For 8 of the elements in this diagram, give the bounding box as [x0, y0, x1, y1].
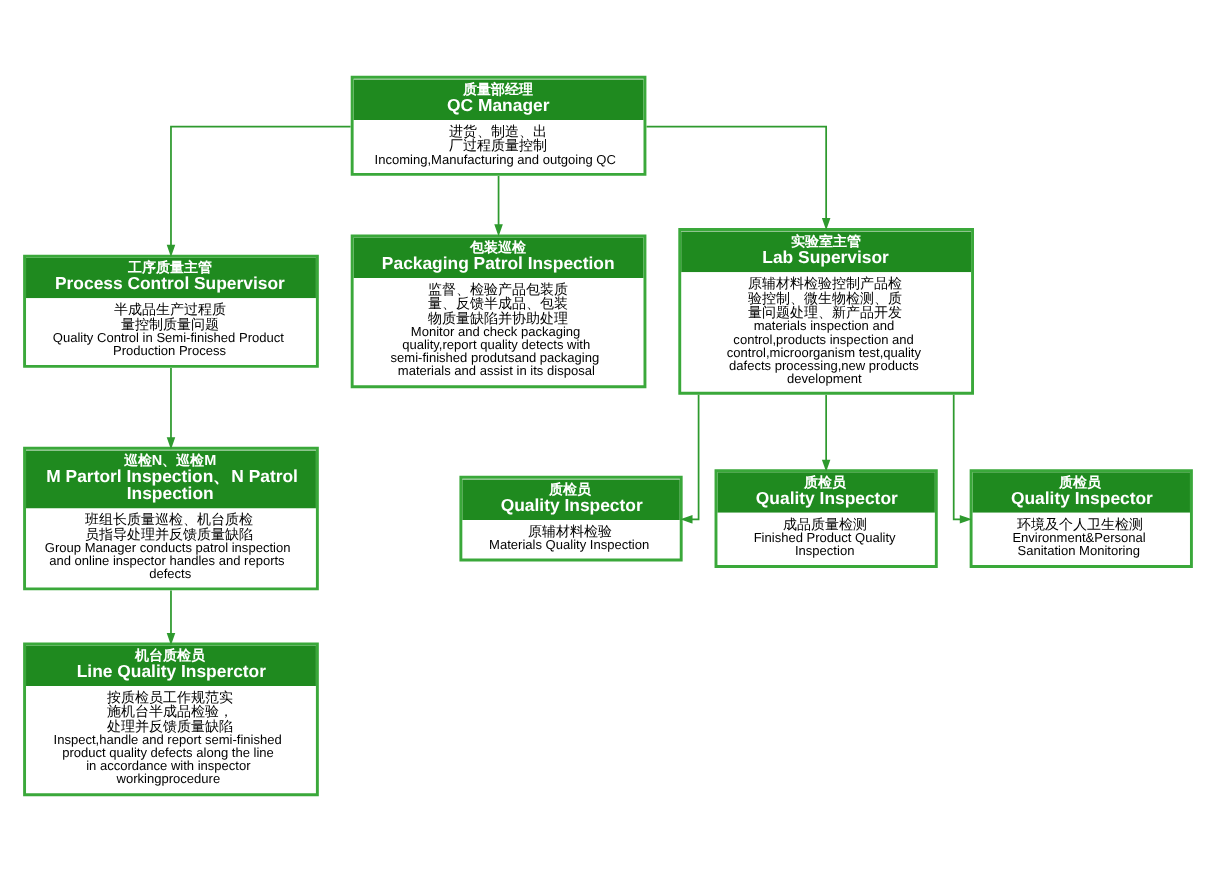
- arrow: [680, 392, 700, 523]
- arrow: [821, 393, 831, 471]
- arrow: [166, 366, 176, 449]
- arrow: [166, 124, 352, 257]
- arrow: [166, 588, 176, 645]
- arrow: [645, 124, 831, 230]
- arrow: [494, 174, 503, 236]
- arrow: [952, 392, 972, 523]
